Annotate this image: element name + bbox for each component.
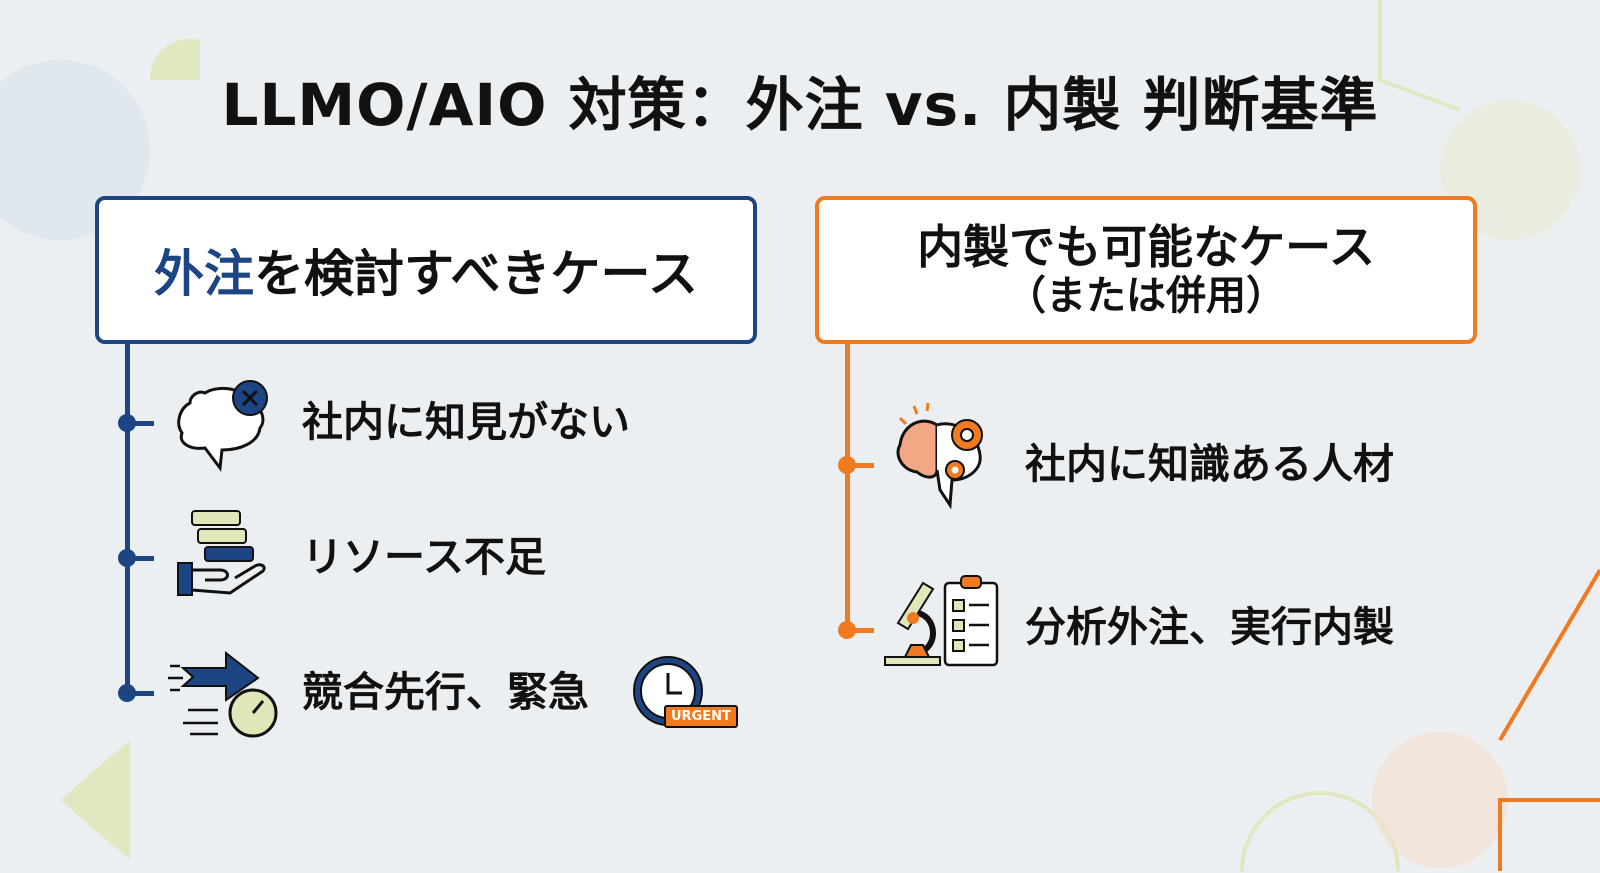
bullet-dot: [838, 456, 856, 474]
bullet-tick: [848, 463, 874, 468]
left-connector-line: [125, 343, 130, 695]
list-item: 社内に知見がない: [302, 398, 630, 446]
bullet-dot: [118, 414, 136, 432]
inhouse-heading-box: 内製でも可能なケース （または併用）: [815, 196, 1477, 344]
heading-accent: 外注: [154, 245, 254, 303]
right-connector-line: [845, 343, 850, 632]
bullet-tick: [128, 691, 154, 696]
outsource-heading-box: 外注を検討すべきケース: [95, 196, 757, 344]
bullet-dot: [838, 621, 856, 639]
heading-rest: を検討すべきケース: [254, 245, 698, 303]
inhouse-subheading: （または併用）: [1006, 273, 1286, 320]
list-item: 競合先行、緊急: [302, 668, 589, 716]
bullet-tick: [848, 628, 874, 633]
list-item: 分析外注、実行内製: [1025, 603, 1394, 651]
bullet-tick: [128, 421, 154, 426]
list-item: 社内に知識ある人材: [1025, 440, 1394, 488]
page-title: LLMO/AIO 対策：外注 vs. 内製 判断基準: [221, 71, 1379, 139]
bullet-dot: [118, 684, 136, 702]
urgent-clock: URGENT: [630, 653, 738, 733]
urgent-badge: URGENT: [664, 705, 738, 728]
bullet-dot: [118, 549, 136, 567]
microscope-checklist-icon: [884, 575, 999, 667]
brain-gears-icon: [896, 402, 983, 510]
outsource-heading: 外注を検討すべきケース: [154, 234, 698, 306]
hand-stack-icon: [177, 510, 266, 596]
bullet-tick: [128, 556, 154, 561]
list-item: リソース不足: [302, 533, 546, 581]
inhouse-heading: 内製でも可能なケース: [917, 219, 1375, 274]
fast-arrow-clock-icon: [168, 650, 278, 738]
brain-x-icon: [177, 380, 268, 472]
